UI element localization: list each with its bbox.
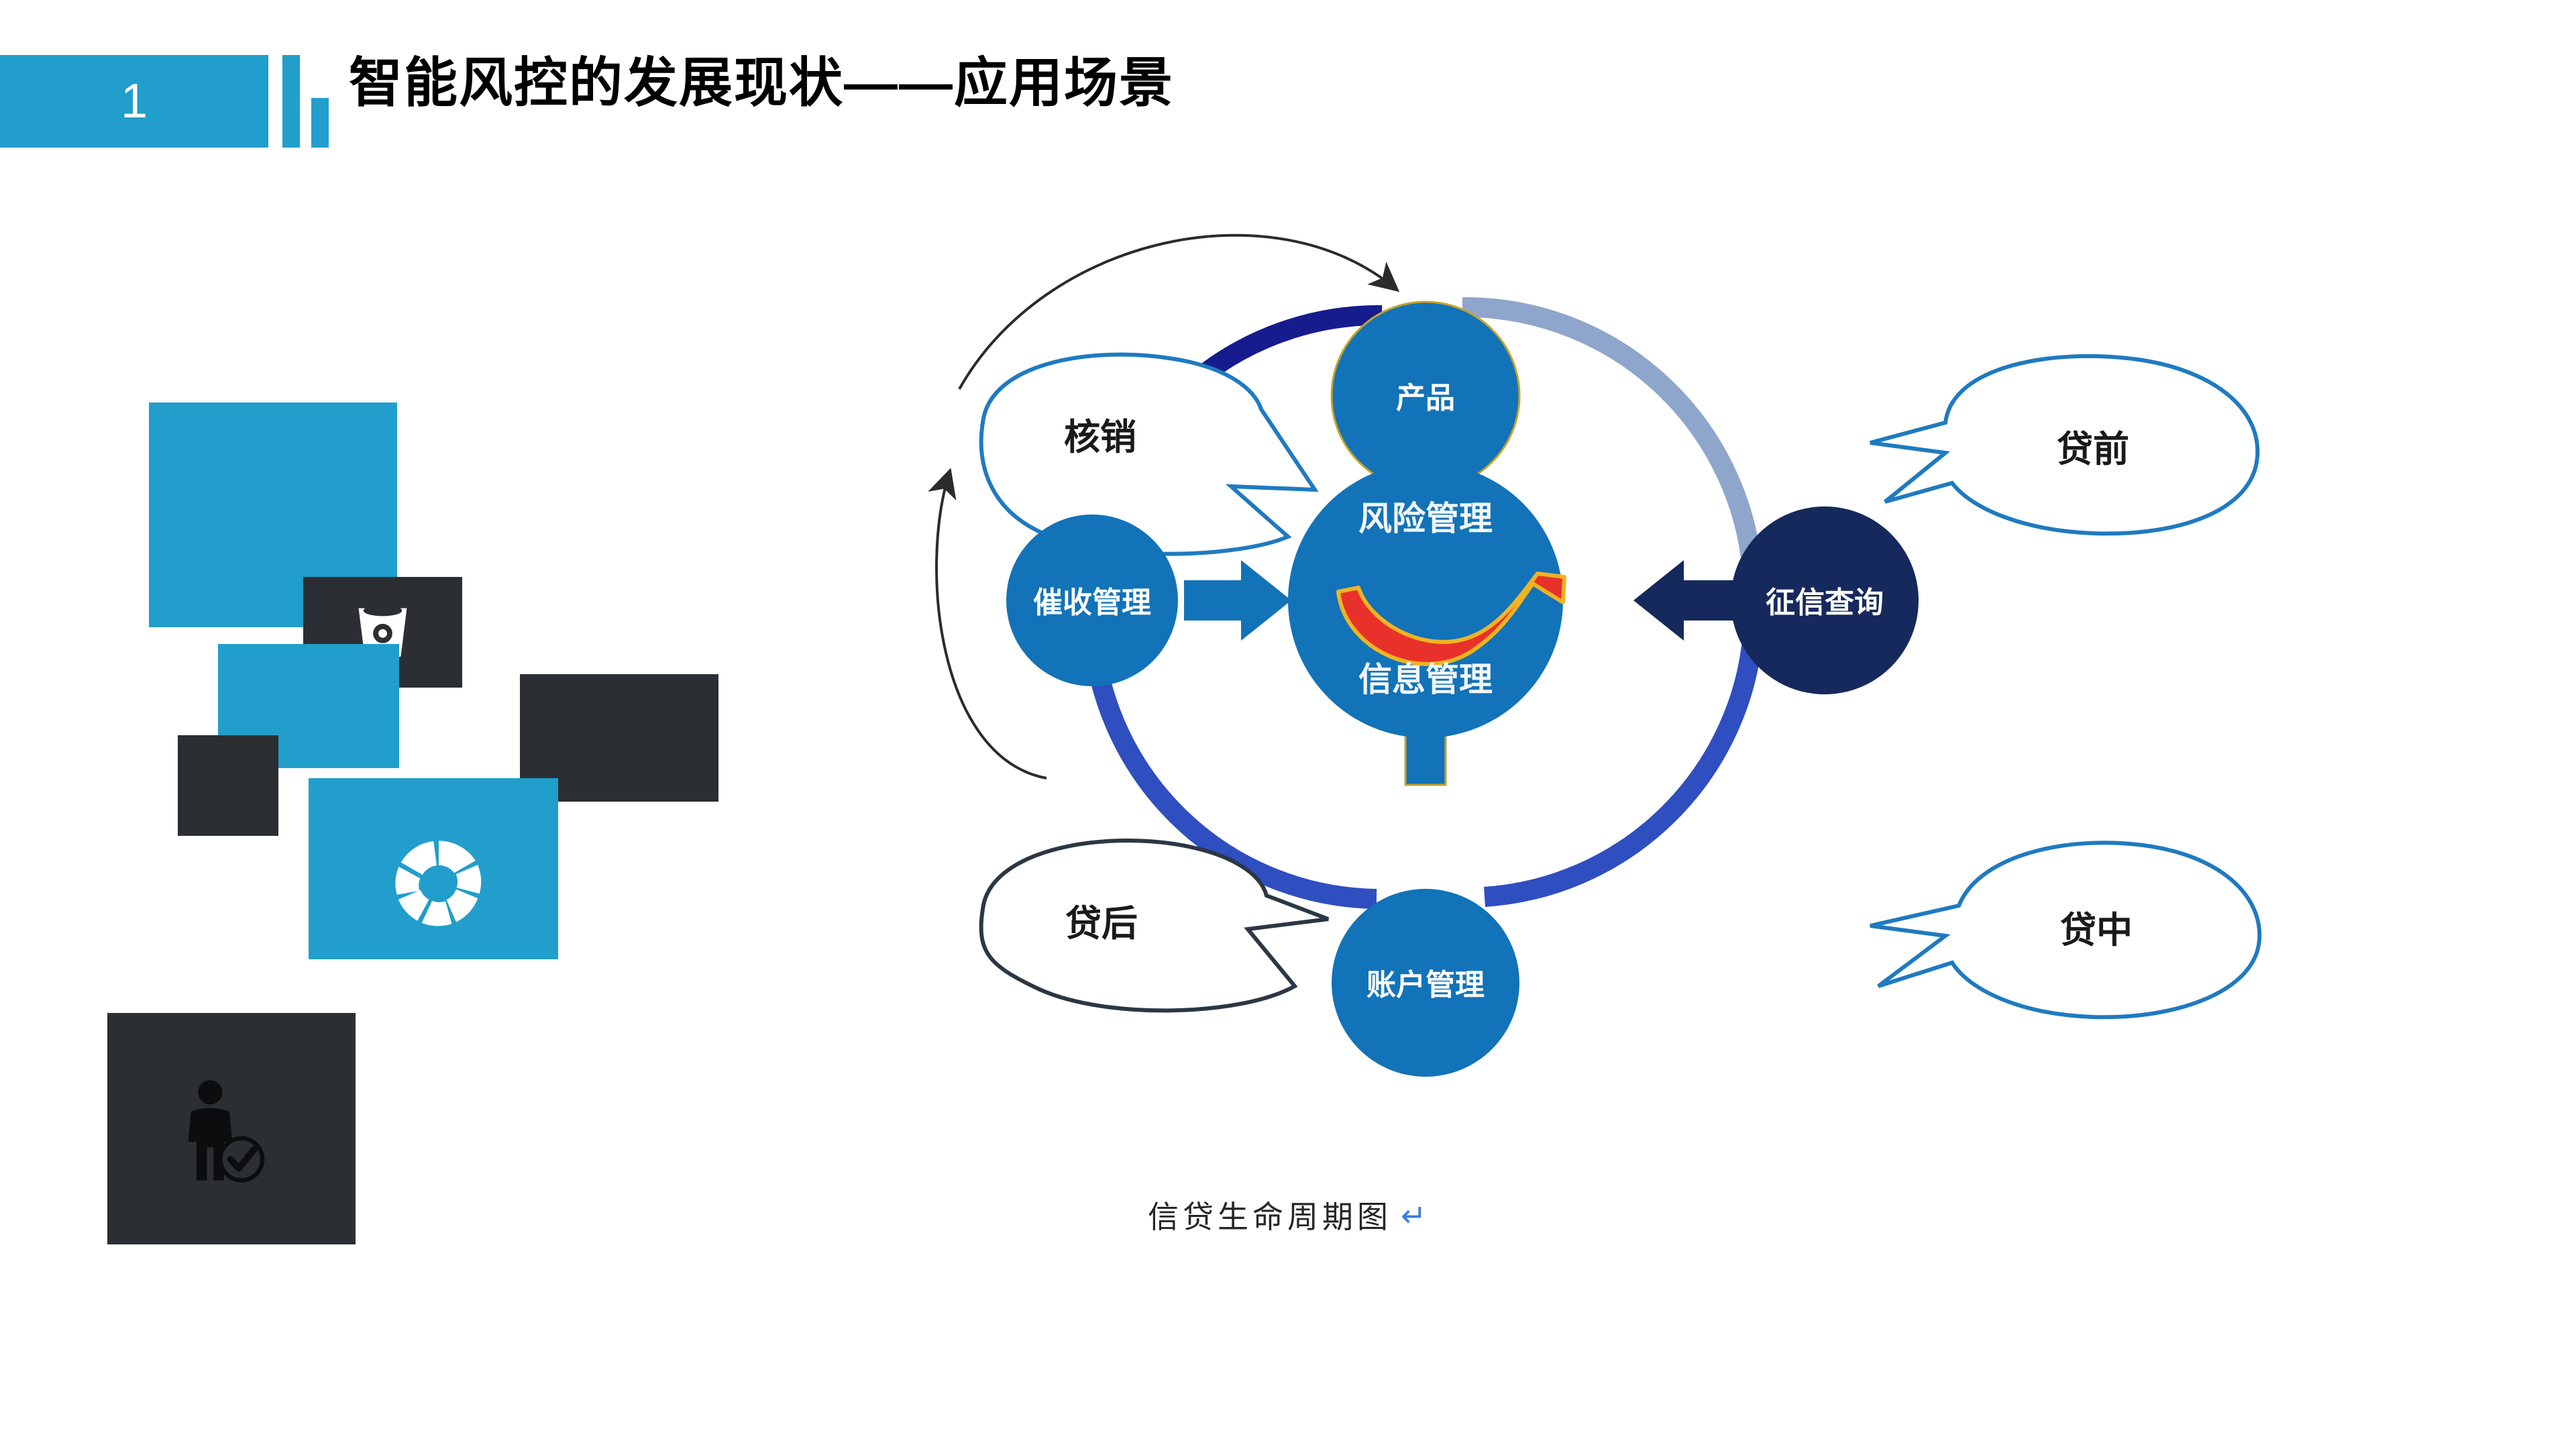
curve-to-writeoff-arrow <box>928 468 1047 780</box>
callout-writeoff: 核销 <box>979 352 1319 556</box>
callout-preloan-shape <box>1870 354 2260 536</box>
arc-bottom-right <box>1484 633 1763 907</box>
section-number: 1 <box>120 74 148 128</box>
center-label-top: 风险管理 <box>1358 500 1493 537</box>
diagram-caption: 信贷生命周期图 ↵ <box>1148 1198 1427 1234</box>
callout-preloan: 贷前 <box>1870 354 2260 536</box>
callout-midloan-label: 贷中 <box>2060 910 2133 951</box>
node-collection-management[interactable]: 催收管理 <box>1006 515 1178 686</box>
decorative-blocks <box>0 0 805 1449</box>
node-account-management[interactable]: 账户管理 <box>1332 889 1519 1077</box>
node-center-risk-info[interactable]: 风险管理 信息管理 <box>1288 463 1566 738</box>
callout-writeoff-shape <box>979 352 1319 556</box>
cycle-donut-icon <box>395 841 482 926</box>
callout-preloan-label: 贷前 <box>2057 429 2129 470</box>
person-check-icon <box>188 1080 264 1183</box>
node-credit-inquiry-label: 征信查询 <box>1766 586 1884 619</box>
decor-block-dark-person <box>107 1013 356 1244</box>
callout-midloan: 贷中 <box>1870 841 2262 1020</box>
callout-postloan-shape <box>979 839 1330 1013</box>
credit-lifecycle-diagram: 核销 贷前 贷后 贷中 产品 征信查询 账户管理 <box>926 221 2301 1375</box>
arc-top-right <box>1462 297 1761 559</box>
center-label-bottom: 信息管理 <box>1358 661 1493 698</box>
page-title: 智能风控的发展现状——应用场景 <box>349 53 1174 113</box>
slide-header: 1 智能风控的发展现状——应用场景 <box>0 0 2576 168</box>
node-product-label: 产品 <box>1396 382 1455 415</box>
decor-block-teal-cycle <box>309 778 558 959</box>
arrow-collection-to-center <box>1184 560 1291 641</box>
callout-midloan-shape <box>1870 841 2262 1020</box>
header-accent-bar-tall <box>282 55 300 148</box>
node-product[interactable]: 产品 <box>1330 301 1521 491</box>
node-account-management-label: 账户管理 <box>1366 969 1485 1002</box>
header-accent-bar-short <box>311 98 329 148</box>
curved-arrows <box>928 233 1400 780</box>
callout-postloan: 贷后 <box>979 839 1330 1013</box>
callout-postloan-label: 贷后 <box>1065 904 1138 944</box>
arrow-credit-to-center <box>1633 560 1739 641</box>
section-number-badge: 1 <box>0 55 268 148</box>
curve-to-product-arrow <box>958 233 1400 390</box>
diagram-caption-text: 信贷生命周期图 <box>1148 1200 1392 1234</box>
diagram-caption-symbol: ↵ <box>1401 1198 1427 1233</box>
callout-writeoff-label: 核销 <box>1064 417 1136 458</box>
decor-block-dark-small <box>178 735 278 836</box>
node-collection-management-label: 催收管理 <box>1033 586 1151 619</box>
red-swoosh-logo <box>1336 572 1566 666</box>
node-credit-inquiry[interactable]: 征信查询 <box>1731 506 1919 694</box>
